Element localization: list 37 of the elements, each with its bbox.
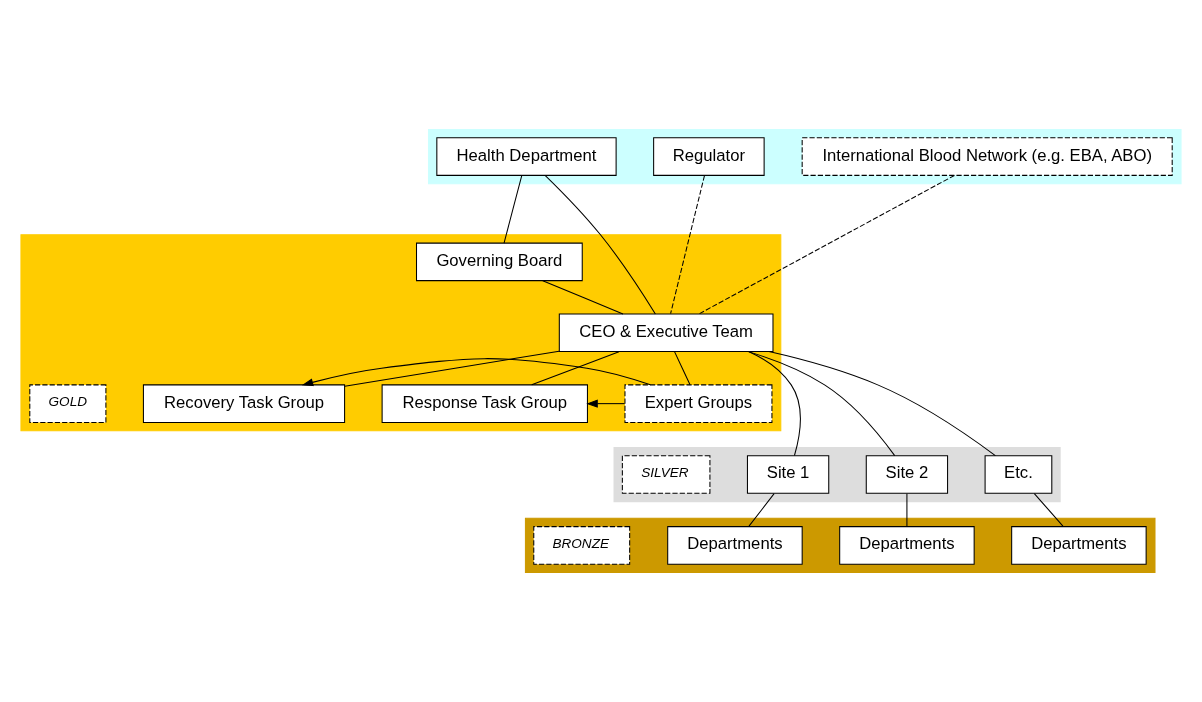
node-box: Site 2 — [865, 455, 949, 494]
node-box: Expert Groups — [624, 384, 773, 423]
cluster — [613, 446, 1061, 503]
cluster — [524, 517, 1156, 573]
node-box: International Blood Network (e.g. EBA, ABO) — [801, 137, 1173, 176]
node-box: Health Department — [436, 137, 617, 176]
node-box: Recovery Task Group — [142, 384, 346, 423]
node-box: Governing Board — [416, 242, 583, 282]
node-box: Regulator — [653, 137, 765, 176]
node-box: CEO & Executive Team — [558, 313, 774, 353]
connector — [544, 175, 656, 315]
connector — [503, 175, 523, 244]
node-box: Etc. — [984, 455, 1053, 494]
connector — [542, 280, 624, 315]
connector — [906, 493, 908, 527]
node-box: Departments — [1011, 526, 1147, 565]
arrow — [586, 399, 626, 408]
connector — [748, 493, 775, 527]
connector — [344, 350, 560, 387]
connector — [531, 351, 620, 386]
connector — [698, 174, 955, 315]
connector — [670, 175, 705, 315]
connector — [747, 351, 896, 457]
connector — [674, 351, 691, 385]
cluster — [428, 129, 1182, 185]
cluster — [20, 234, 782, 432]
node-box: Response Task Group — [381, 384, 588, 423]
node-box: Site 1 — [746, 455, 830, 494]
connector — [1033, 493, 1064, 527]
arrow — [301, 358, 651, 387]
node-box: BRONZE — [533, 526, 631, 565]
node-box: GOLD — [29, 384, 107, 423]
connector — [768, 351, 996, 457]
node-box: Departments — [839, 526, 975, 565]
node-box: Departments — [667, 526, 803, 565]
node-box: SILVER — [621, 455, 711, 494]
connector — [748, 351, 801, 456]
